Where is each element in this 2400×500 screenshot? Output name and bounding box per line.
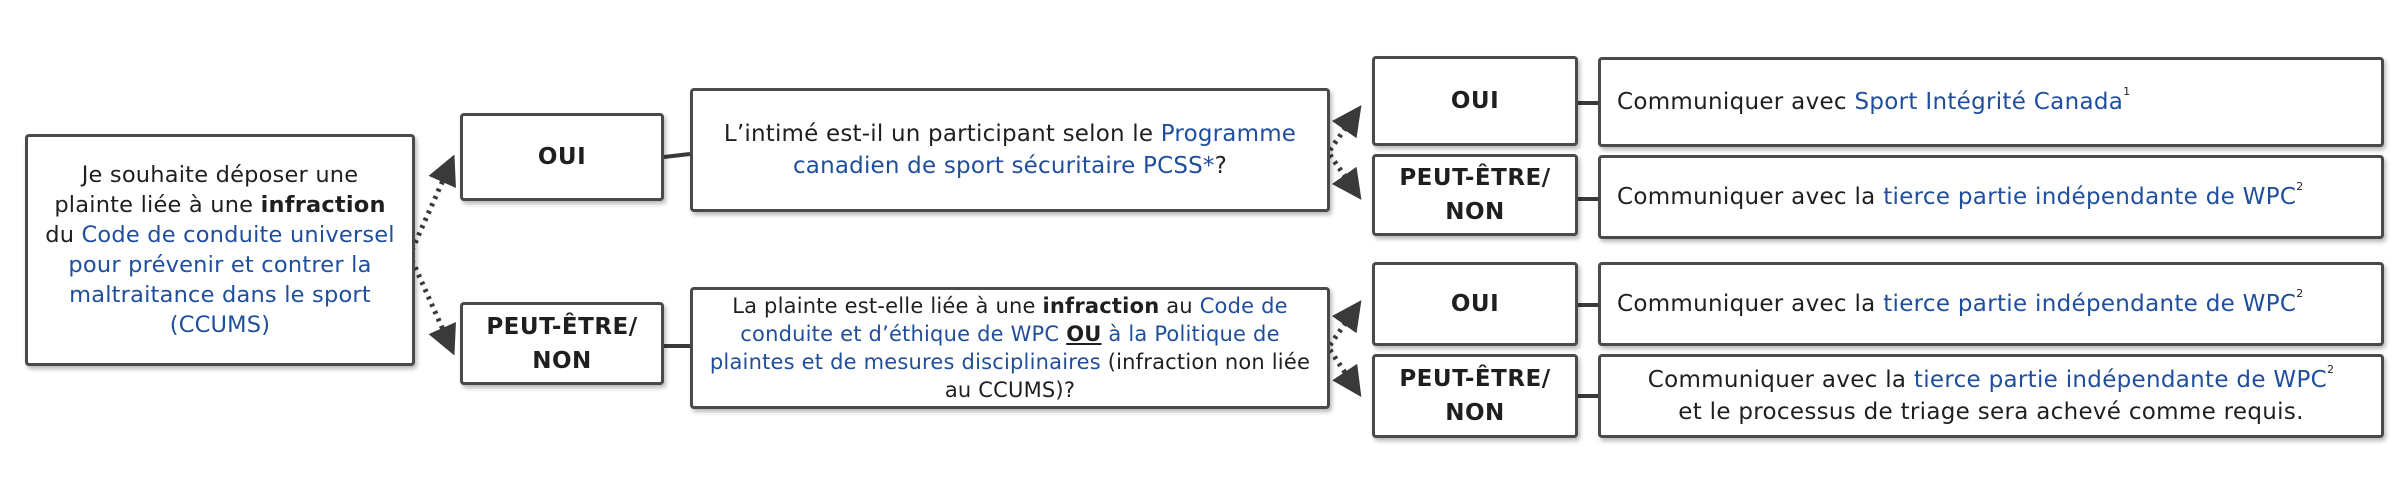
result3-footnote: 2 — [2296, 287, 2304, 300]
result4-text: Communiquer avec la — [1647, 367, 1914, 393]
result2-footnote: 2 — [2296, 180, 2304, 193]
tpi-link-2[interactable]: tierce partie indépendante de WPC — [1883, 291, 2297, 317]
branch-yes-label: OUI — [537, 144, 587, 170]
arrow-q1-to-yes — [1327, 105, 1362, 152]
line-yes-to-q1 — [663, 152, 691, 159]
result4-line2: et le processus de triage sera achevé co… — [1678, 399, 2304, 425]
branch-maybe-box: PEUT-ÊTRE/ NON — [460, 302, 664, 385]
branch-yes-box: OUI — [460, 113, 664, 201]
result2-box: Communiquer avec la tierce partie indépe… — [1598, 155, 2384, 239]
question1-end: ? — [1214, 153, 1228, 179]
tpi-link-3[interactable]: tierce partie indépendante de WPC — [1913, 367, 2327, 393]
question2-text2: au — [1159, 294, 1200, 318]
result1-box: Communiquer avec Sport Intégrité Canada1 — [1598, 57, 2384, 147]
result3-box: Communiquer avec la tierce partie indépe… — [1598, 262, 2384, 346]
arrow-start-to-maybe — [409, 258, 456, 356]
branch-maybe-label-1: PEUT-ÊTRE/ — [486, 313, 638, 340]
tpi-link-1[interactable]: tierce partie indépendante de WPC — [1883, 184, 2297, 210]
result1-footnote: 1 — [2123, 85, 2131, 98]
arrow-q2-to-maybe — [1327, 348, 1362, 397]
result4-footnote: 2 — [2326, 363, 2335, 376]
start-box: Je souhaite déposer une plainte liée à u… — [25, 134, 415, 366]
result2-text: Communiquer avec la — [1617, 184, 1884, 210]
result4-box: Communiquer avec la tierce partie indépe… — [1598, 354, 2384, 438]
start-text2: du — [45, 222, 82, 248]
q1-yes-box: OUI — [1372, 56, 1578, 146]
sic-link[interactable]: Sport Intégrité Canada — [1854, 89, 2124, 115]
q2-maybe-box: PEUT-ÊTRE/ NON — [1372, 354, 1578, 438]
code-conduct-link[interactable]: Code de conduite et d’éthique de WPC — [740, 294, 1288, 346]
policy-link[interactable]: à la Politique de plaintes et de mesures… — [709, 322, 1280, 374]
q1-maybe-label-1: PEUT-ÊTRE/ — [1399, 165, 1551, 191]
question2-text: La plainte est-elle liée à une — [732, 294, 1043, 318]
arrow-start-to-yes — [409, 154, 456, 252]
arrow-q2-to-yes — [1327, 300, 1362, 347]
ccums-link[interactable]: Code de conduite universel pour prévenir… — [68, 222, 395, 338]
result3-text: Communiquer avec la — [1617, 291, 1884, 317]
or-word: OU — [1066, 322, 1102, 346]
result1-text: Communiquer avec — [1617, 89, 1855, 115]
q2-yes-label: OUI — [1450, 291, 1500, 317]
question1-text: L’intimé est-il un participant selon le — [723, 121, 1161, 147]
branch-maybe-label-2: NON — [532, 347, 592, 374]
q1-maybe-box: PEUT-ÊTRE/ NON — [1372, 154, 1578, 236]
q2-maybe-label-2: NON — [1445, 400, 1505, 426]
question2-bold: infraction — [1042, 294, 1160, 318]
q2-yes-box: OUI — [1372, 262, 1578, 346]
q1-maybe-label-2: NON — [1445, 199, 1505, 225]
arrow-q1-to-maybe — [1327, 153, 1362, 200]
question1-box: L’intimé est-il un participant selon le … — [690, 88, 1330, 212]
question2-box: La plainte est-elle liée à une infractio… — [690, 287, 1330, 409]
start-text: Je souhaite déposer une plainte liée à u… — [54, 162, 359, 218]
start-bold: infraction — [260, 192, 386, 218]
q1-yes-label: OUI — [1450, 88, 1500, 114]
pcss-link[interactable]: Programme canadien de sport sécuritaire … — [792, 121, 1297, 179]
question2-end: (infraction non liée au CCUMS)? — [944, 350, 1311, 402]
q2-maybe-label-1: PEUT-ÊTRE/ — [1399, 366, 1551, 392]
